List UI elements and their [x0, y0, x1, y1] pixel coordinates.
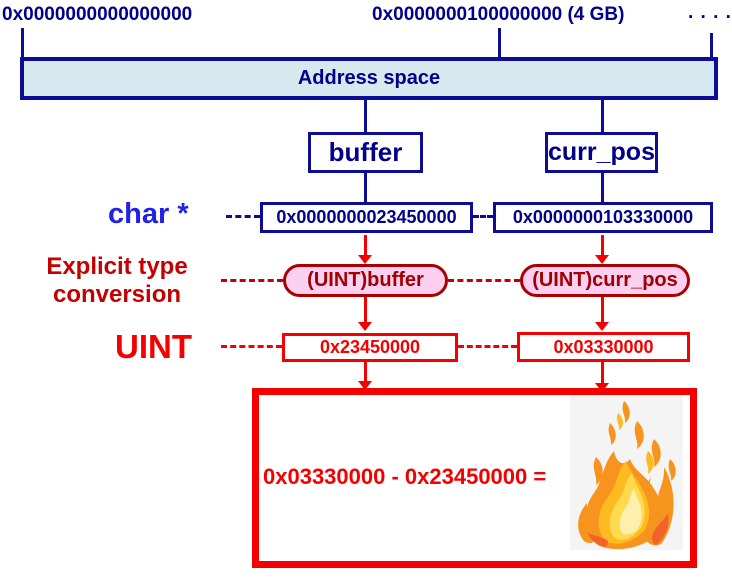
ellipsis-label: . . . . [688, 2, 732, 23]
connector-buffer-address [364, 173, 367, 202]
arrow-currpos-uint-to-result [595, 362, 610, 392]
curr-pos-box-label: curr_pos [548, 138, 655, 166]
address-zero-label: 0x0000000000000000 [2, 4, 193, 25]
address-space-bar: Address space [20, 57, 718, 100]
buffer-address-box: 0x0000000023450000 [260, 202, 473, 233]
tick-line-end [710, 33, 713, 57]
connector-bar-buffer [364, 100, 367, 132]
dash-uint-to-buffer-value [221, 345, 282, 348]
buffer-address-value: 0x0000000023450000 [276, 207, 457, 227]
arrow-currpos-cast-to-uint [595, 297, 610, 331]
curr-pos-uint-box: 0x03330000 [517, 332, 690, 362]
fire-icon [570, 395, 683, 550]
buffer-cast-label: (UINT)buffer [307, 269, 424, 291]
arrow-buffer-cast-to-uint [358, 297, 373, 331]
curr-pos-uint-value: 0x03330000 [553, 336, 654, 357]
dash-between-address-boxes [473, 215, 493, 218]
buffer-box: buffer [308, 132, 423, 173]
char-pointer-label: char * [108, 198, 189, 230]
address-space-label: Address space [297, 67, 441, 89]
arrow-buffer-uint-to-result [358, 362, 373, 390]
dash-between-cast-pills [448, 279, 520, 282]
curr-pos-cast-label: (UINT)curr_pos [532, 269, 678, 291]
arrow-buffer-address-to-cast [358, 235, 373, 264]
tick-line-zero [21, 28, 24, 57]
connector-currpos-address [601, 173, 604, 202]
explicit-conversion-label: Explicit type conversion [27, 253, 207, 309]
dash-conversion-to-buffer-cast [221, 279, 283, 282]
curr-pos-address-value: 0x0000000103330000 [512, 207, 694, 227]
uint-label: UINT [115, 328, 192, 365]
buffer-uint-box: 0x23450000 [282, 333, 458, 362]
connector-bar-currpos [601, 100, 604, 132]
buffer-uint-value: 0x23450000 [319, 337, 421, 357]
buffer-box-label: buffer [328, 137, 403, 167]
dash-charptr-to-buffer-address [226, 215, 260, 218]
dash-between-uint-boxes [458, 345, 517, 348]
curr-pos-cast-pill: (UINT)curr_pos [520, 264, 690, 297]
curr-pos-box: curr_pos [545, 132, 658, 173]
explicit-conversion-line2: conversion [52, 281, 182, 308]
curr-pos-address-box: 0x0000000103330000 [493, 202, 713, 233]
address-4gb-label: 0x0000000100000000 (4 GB) [372, 4, 625, 25]
explicit-conversion-line1: Explicit type [46, 253, 188, 280]
result-equation: 0x03330000 - 0x23450000 = [263, 464, 547, 489]
arrow-currpos-address-to-cast [595, 235, 610, 264]
buffer-cast-pill: (UINT)buffer [283, 264, 448, 297]
